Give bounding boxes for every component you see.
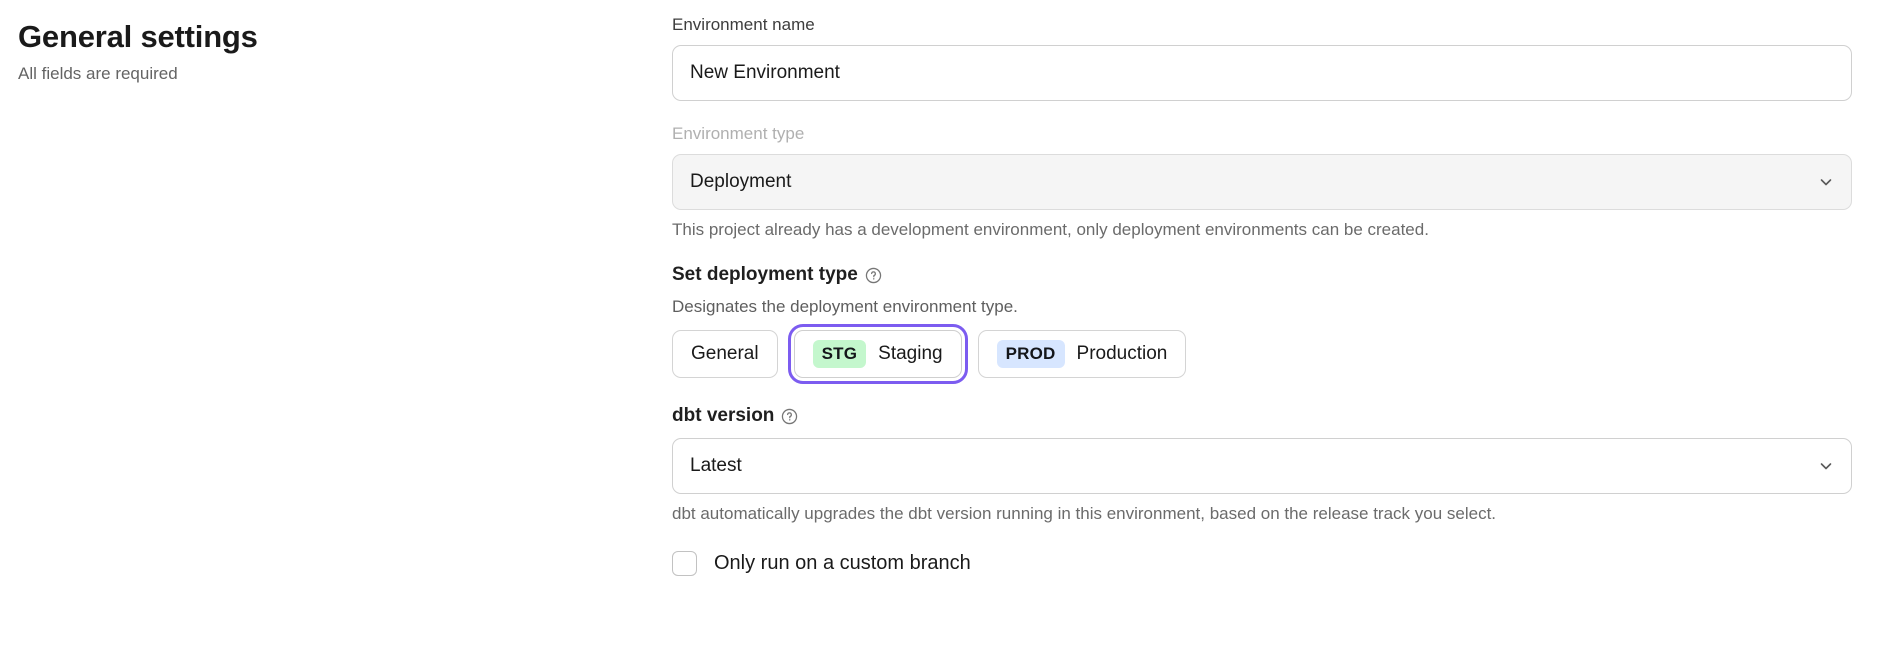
dbt-version-heading-row: dbt version: [672, 404, 1852, 428]
dbt-version-select[interactable]: Latest: [672, 438, 1852, 494]
environment-type-select[interactable]: Deployment: [672, 154, 1852, 210]
dbt-version-group: dbt version Latest dbt automati: [672, 404, 1852, 525]
deployment-type-option-staging[interactable]: STG Staging: [787, 324, 968, 384]
environment-type-label: Environment type: [672, 124, 805, 143]
staging-badge: STG: [812, 340, 867, 368]
environment-type-value: Deployment: [690, 171, 792, 192]
deployment-type-description: Designates the deployment environment ty…: [672, 297, 1018, 316]
deployment-type-option-staging-label: Staging: [878, 343, 943, 364]
dbt-version-heading: dbt version: [672, 405, 775, 426]
custom-branch-checkbox[interactable]: [672, 551, 697, 576]
question-circle-icon[interactable]: [865, 267, 882, 284]
deployment-type-option-production-label: Production: [1076, 343, 1168, 364]
deployment-type-heading-row: Set deployment type: [672, 263, 1852, 287]
deployment-type-option-production[interactable]: PROD Production: [977, 330, 1187, 378]
environment-type-help-text: This project already has a development e…: [672, 220, 1429, 239]
environment-name-label: Environment name: [672, 15, 815, 34]
dbt-version-value: Latest: [690, 455, 742, 476]
question-circle-icon[interactable]: [781, 408, 798, 425]
settings-form: Environment name New Environment Environ…: [672, 14, 1852, 576]
deployment-type-option-general[interactable]: General: [672, 330, 778, 378]
environment-name-input[interactable]: New Environment: [672, 45, 1852, 101]
deployment-type-option-general-label: General: [691, 343, 759, 364]
dbt-version-help-text: dbt automatically upgrades the dbt versi…: [672, 504, 1497, 523]
production-badge: PROD: [996, 340, 1065, 368]
chevron-down-icon: [1818, 174, 1834, 190]
settings-header: General settings All fields are required: [18, 18, 518, 85]
environment-name-value: New Environment: [690, 62, 840, 83]
custom-branch-label: Only run on a custom branch: [714, 552, 971, 574]
deployment-type-heading: Set deployment type: [672, 264, 858, 285]
page-title: General settings: [18, 19, 258, 54]
environment-name-field-group: Environment name New Environment: [672, 14, 1852, 101]
chevron-down-icon: [1818, 458, 1834, 474]
custom-branch-row: Only run on a custom branch: [672, 551, 1852, 576]
deployment-type-options: General STG Staging PROD Production: [672, 324, 1852, 384]
environment-type-field-group: Environment type Deployment This project…: [672, 123, 1852, 241]
deployment-type-group: Set deployment type Designates the deplo…: [672, 263, 1852, 384]
page-subtitle: All fields are required: [18, 64, 178, 83]
